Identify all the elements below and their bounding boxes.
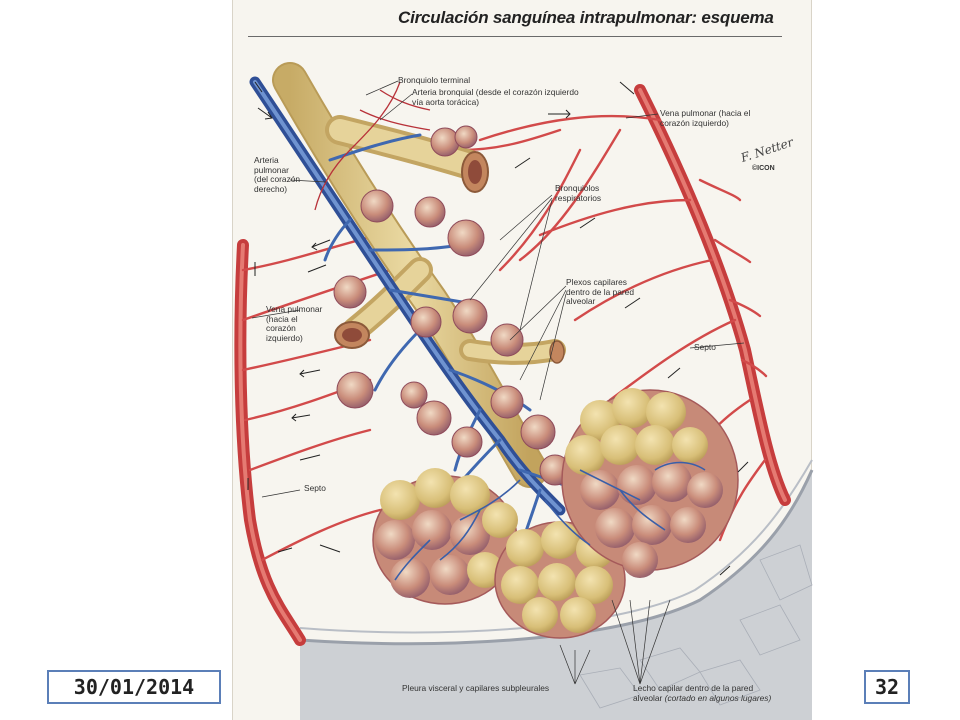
label-arteria-pulmonar: Arteria pulmonar (del corazón derecho) [254, 155, 301, 194]
label-bronquiolos-respiratorios: Bronquiolos respiratorios [555, 183, 602, 203]
capillary-network-blue [394, 461, 706, 581]
title-rule [248, 36, 782, 37]
flow-arrows [247, 81, 749, 576]
page-title: Circulación sanguínea intrapulmonar: esq… [398, 8, 774, 27]
left-pulmonary-vein [234, 239, 306, 646]
label-vena-pulmonar-left: Vena pulmonar (hacia el corazón izquierd… [266, 304, 323, 343]
bronchiole-tree [272, 62, 566, 488]
label-septo-left: Septo [304, 483, 326, 493]
label-plexos-capilares: Plexos capilares dentro de la pared alve… [566, 277, 634, 307]
bronchial-artery [314, 81, 431, 211]
right-pulmonary-vein [634, 84, 791, 506]
alveolar-capillary-plexi [333, 125, 571, 486]
alveolar-sacs-left-cluster [372, 468, 518, 605]
icon-copyright-badge: ©ICON [752, 165, 775, 172]
label-arteria-bronquial: Arteria bronquial (desde el corazón izqu… [412, 87, 579, 107]
pleura-tissue [299, 459, 814, 720]
alveolar-sacs-middle-cluster [494, 521, 626, 639]
alveolar-sacs-right-cluster [561, 388, 739, 578]
label-vena-pulmonar-top: Vena pulmonar (hacia el corazón izquierd… [660, 108, 751, 128]
label-bronquiolo-terminal: Bronquiolo terminal [398, 75, 471, 85]
label-lecho-capilar-main: Lecho capilar dentro de la pared alveola… [633, 683, 754, 703]
label-lecho-capilar-italic: (cortado en algunos lugares) [664, 692, 772, 703]
label-septo-right: Septo [694, 342, 716, 352]
slide-date: 30/01/2014 [47, 670, 221, 704]
label-pleura-visceral: Pleura visceral y capilares subpleurales [402, 683, 550, 693]
label-lecho-capilar: Lecho capilar dentro de la pared alveola… [633, 683, 772, 703]
label-leader-lines [251, 80, 745, 685]
slide-page-number: 32 [864, 670, 910, 704]
